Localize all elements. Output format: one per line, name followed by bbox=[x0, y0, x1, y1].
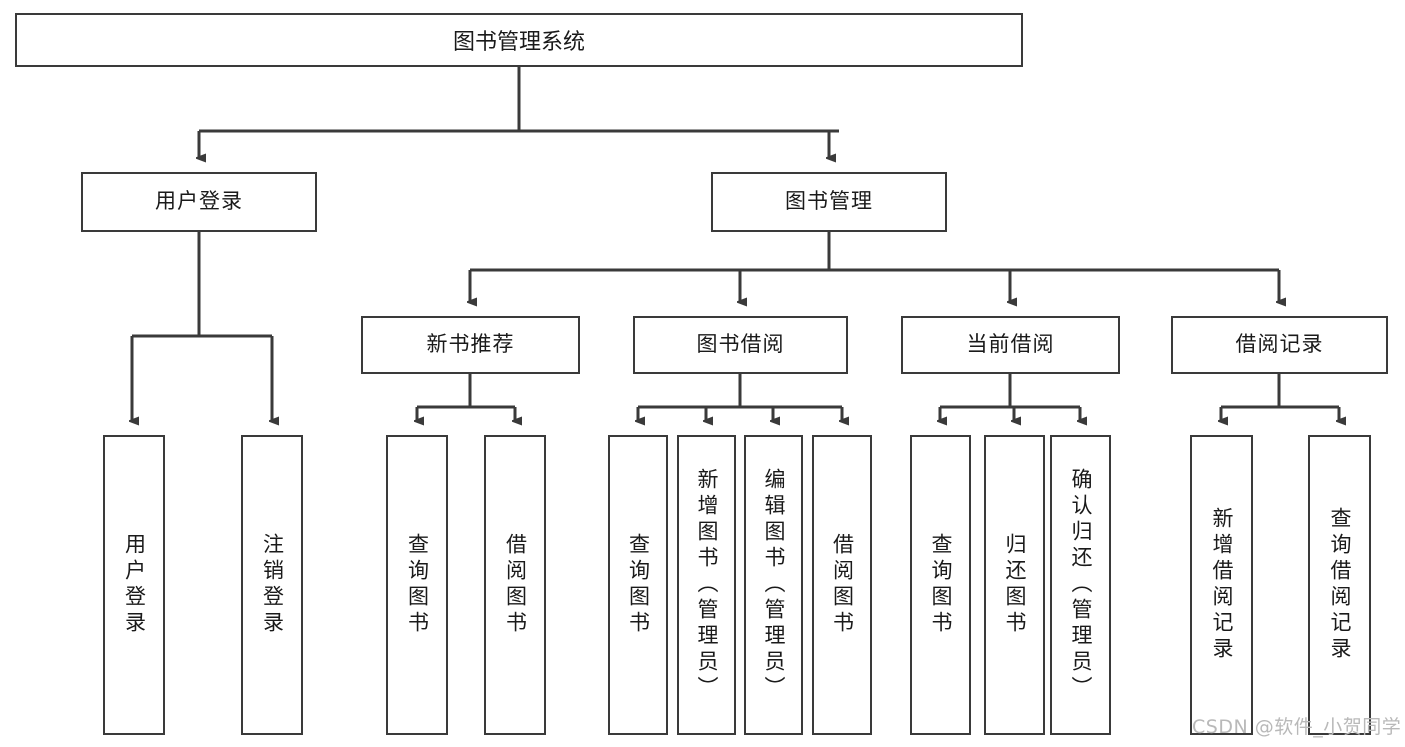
node-borrow-record-label: 借阅记录 bbox=[1235, 332, 1324, 357]
node-book-manage[interactable]: 图书管理 bbox=[711, 172, 947, 232]
node-leaf-return-book-label: 归还图书 bbox=[1003, 533, 1027, 637]
node-new-book-rec-label: 新书推荐 bbox=[426, 332, 515, 357]
node-leaf-borrow-book-1-label: 借阅图书 bbox=[503, 533, 528, 637]
node-leaf-query-book-3[interactable]: 查询图书 bbox=[910, 435, 971, 735]
node-leaf-user-login[interactable]: 用户登录 bbox=[103, 435, 165, 735]
node-leaf-query-record-label: 查询借阅记录 bbox=[1328, 507, 1352, 663]
node-new-book-rec[interactable]: 新书推荐 bbox=[361, 316, 580, 374]
node-leaf-return-book[interactable]: 归还图书 bbox=[984, 435, 1045, 735]
node-leaf-confirm-return-label: 确认归还（管理员） bbox=[1069, 468, 1093, 702]
csdn-watermark: CSDN @软件_小贺同学 bbox=[1192, 716, 1402, 738]
node-leaf-add-record-label: 新增借阅记录 bbox=[1210, 507, 1234, 663]
node-leaf-confirm-return[interactable]: 确认归还（管理员） bbox=[1050, 435, 1111, 735]
node-leaf-edit-book[interactable]: 编辑图书（管理员） bbox=[744, 435, 803, 735]
node-leaf-query-record[interactable]: 查询借阅记录 bbox=[1308, 435, 1371, 735]
node-user-login[interactable]: 用户登录 bbox=[81, 172, 317, 232]
node-current-borrow-label: 当前借阅 bbox=[966, 332, 1055, 357]
node-leaf-borrow-book-2[interactable]: 借阅图书 bbox=[812, 435, 872, 735]
node-borrow-record[interactable]: 借阅记录 bbox=[1171, 316, 1388, 374]
node-leaf-query-book-3-label: 查询图书 bbox=[929, 533, 953, 637]
node-root[interactable]: 图书管理系统 bbox=[15, 13, 1023, 67]
node-leaf-user-login-label: 用户登录 bbox=[122, 533, 147, 637]
node-root-label: 图书管理系统 bbox=[452, 30, 585, 55]
node-leaf-query-book-1[interactable]: 查询图书 bbox=[386, 435, 448, 735]
node-current-borrow[interactable]: 当前借阅 bbox=[901, 316, 1120, 374]
node-leaf-borrow-book-2-label: 借阅图书 bbox=[830, 533, 855, 637]
node-book-borrow[interactable]: 图书借阅 bbox=[633, 316, 848, 374]
node-book-borrow-label: 图书借阅 bbox=[696, 332, 785, 357]
node-leaf-borrow-book-1[interactable]: 借阅图书 bbox=[484, 435, 546, 735]
node-leaf-user-logout-label: 注销登录 bbox=[260, 533, 285, 637]
node-book-manage-label: 图书管理 bbox=[785, 189, 873, 214]
node-leaf-add-record[interactable]: 新增借阅记录 bbox=[1190, 435, 1253, 735]
node-leaf-query-book-1-label: 查询图书 bbox=[405, 533, 430, 637]
node-leaf-add-book[interactable]: 新增图书（管理员） bbox=[677, 435, 736, 735]
node-leaf-edit-book-label: 编辑图书（管理员） bbox=[762, 468, 786, 702]
node-leaf-query-book-2-label: 查询图书 bbox=[626, 533, 651, 637]
node-user-login-label: 用户登录 bbox=[155, 189, 243, 214]
node-leaf-user-logout[interactable]: 注销登录 bbox=[241, 435, 303, 735]
node-leaf-add-book-label: 新增图书（管理员） bbox=[695, 468, 719, 702]
node-leaf-query-book-2[interactable]: 查询图书 bbox=[608, 435, 668, 735]
